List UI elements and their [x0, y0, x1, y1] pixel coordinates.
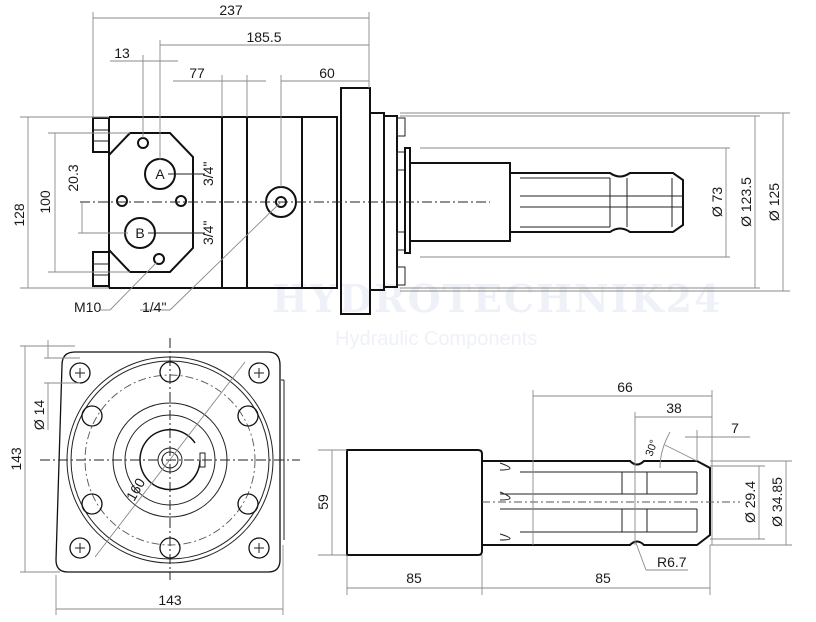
watermark-brand: HYDROTECHNIK24: [272, 276, 722, 321]
dim-hub-length: 85: [406, 570, 422, 586]
dim-dia-125: Ø 125: [766, 183, 782, 221]
port-a-size: 3/4": [200, 162, 216, 186]
bolt-head: [237, 405, 259, 427]
dim-shaft-segment: 60: [319, 65, 335, 81]
mount-hole: [137, 137, 149, 149]
dim-front-width: 143: [158, 592, 182, 608]
watermark-tagline: Hydraulic Components: [335, 328, 537, 350]
flange-outline: [55, 351, 281, 573]
dim-flange-to-end: 185.5: [246, 29, 281, 45]
port-b-label: B: [135, 225, 144, 241]
dim-hub-height: 59: [315, 494, 331, 510]
drain-size-label: 1/4": [142, 299, 166, 315]
dim-shaft-dia-73: Ø 73: [709, 187, 725, 218]
port-plate: [108, 132, 194, 273]
port-a-label: A: [155, 166, 165, 182]
dim-body-segment: 77: [189, 65, 205, 81]
mount-hole: [116, 195, 128, 207]
dim-minor-dia: Ø 29.4: [742, 481, 758, 523]
bolt-head: [81, 405, 103, 427]
splined-shaft-side: [510, 172, 684, 233]
corner-hole: [248, 537, 270, 559]
dim-shaft-length: 85: [595, 570, 611, 586]
dim-height-128: 128: [11, 203, 27, 227]
shaft-detail-view: 59 85 85 66 38 7 30° Ø 29.4 Ø 34.85: [315, 379, 792, 595]
port-b-size: 3/4": [200, 221, 216, 245]
end-bolt-bottom: [92, 251, 110, 287]
hub: [346, 449, 483, 556]
dim-spline-length: 66: [617, 379, 633, 395]
dim-front-height: 143: [8, 447, 24, 471]
end-bolt-top: [92, 117, 110, 153]
dim-dia-123-5: Ø 123.5: [738, 177, 754, 227]
splined-shaft: [482, 460, 711, 546]
dim-hole-dia: Ø 14: [31, 400, 47, 431]
bolt-head: [237, 493, 259, 515]
corner-hole: [248, 362, 270, 384]
dim-height-100: 100: [37, 190, 53, 214]
dim-bolt-circle: 160: [123, 475, 149, 503]
mount-hole: [175, 195, 187, 207]
dim-chamfer-length: 7: [731, 420, 739, 436]
mount-hole: [153, 253, 165, 265]
dim-groove-to-end: 38: [666, 400, 682, 416]
dim-port-offset: 13: [114, 45, 130, 61]
thread-label: M10: [74, 299, 101, 315]
dim-major-dia: Ø 34.85: [769, 477, 785, 527]
dim-overall-length: 237: [219, 2, 243, 18]
front-view: 160 143 Ø 14 143: [8, 338, 300, 615]
corner-holes: [69, 362, 270, 559]
dim-groove-radius: R6.7: [657, 554, 687, 570]
side-view: A B 3/4" 3/4": [11, 2, 790, 315]
corner-hole: [69, 537, 91, 559]
dim-chamfer-angle: 30°: [644, 438, 661, 458]
bolt-head: [81, 493, 103, 515]
dim-port-spacing: 20.3: [65, 164, 81, 191]
